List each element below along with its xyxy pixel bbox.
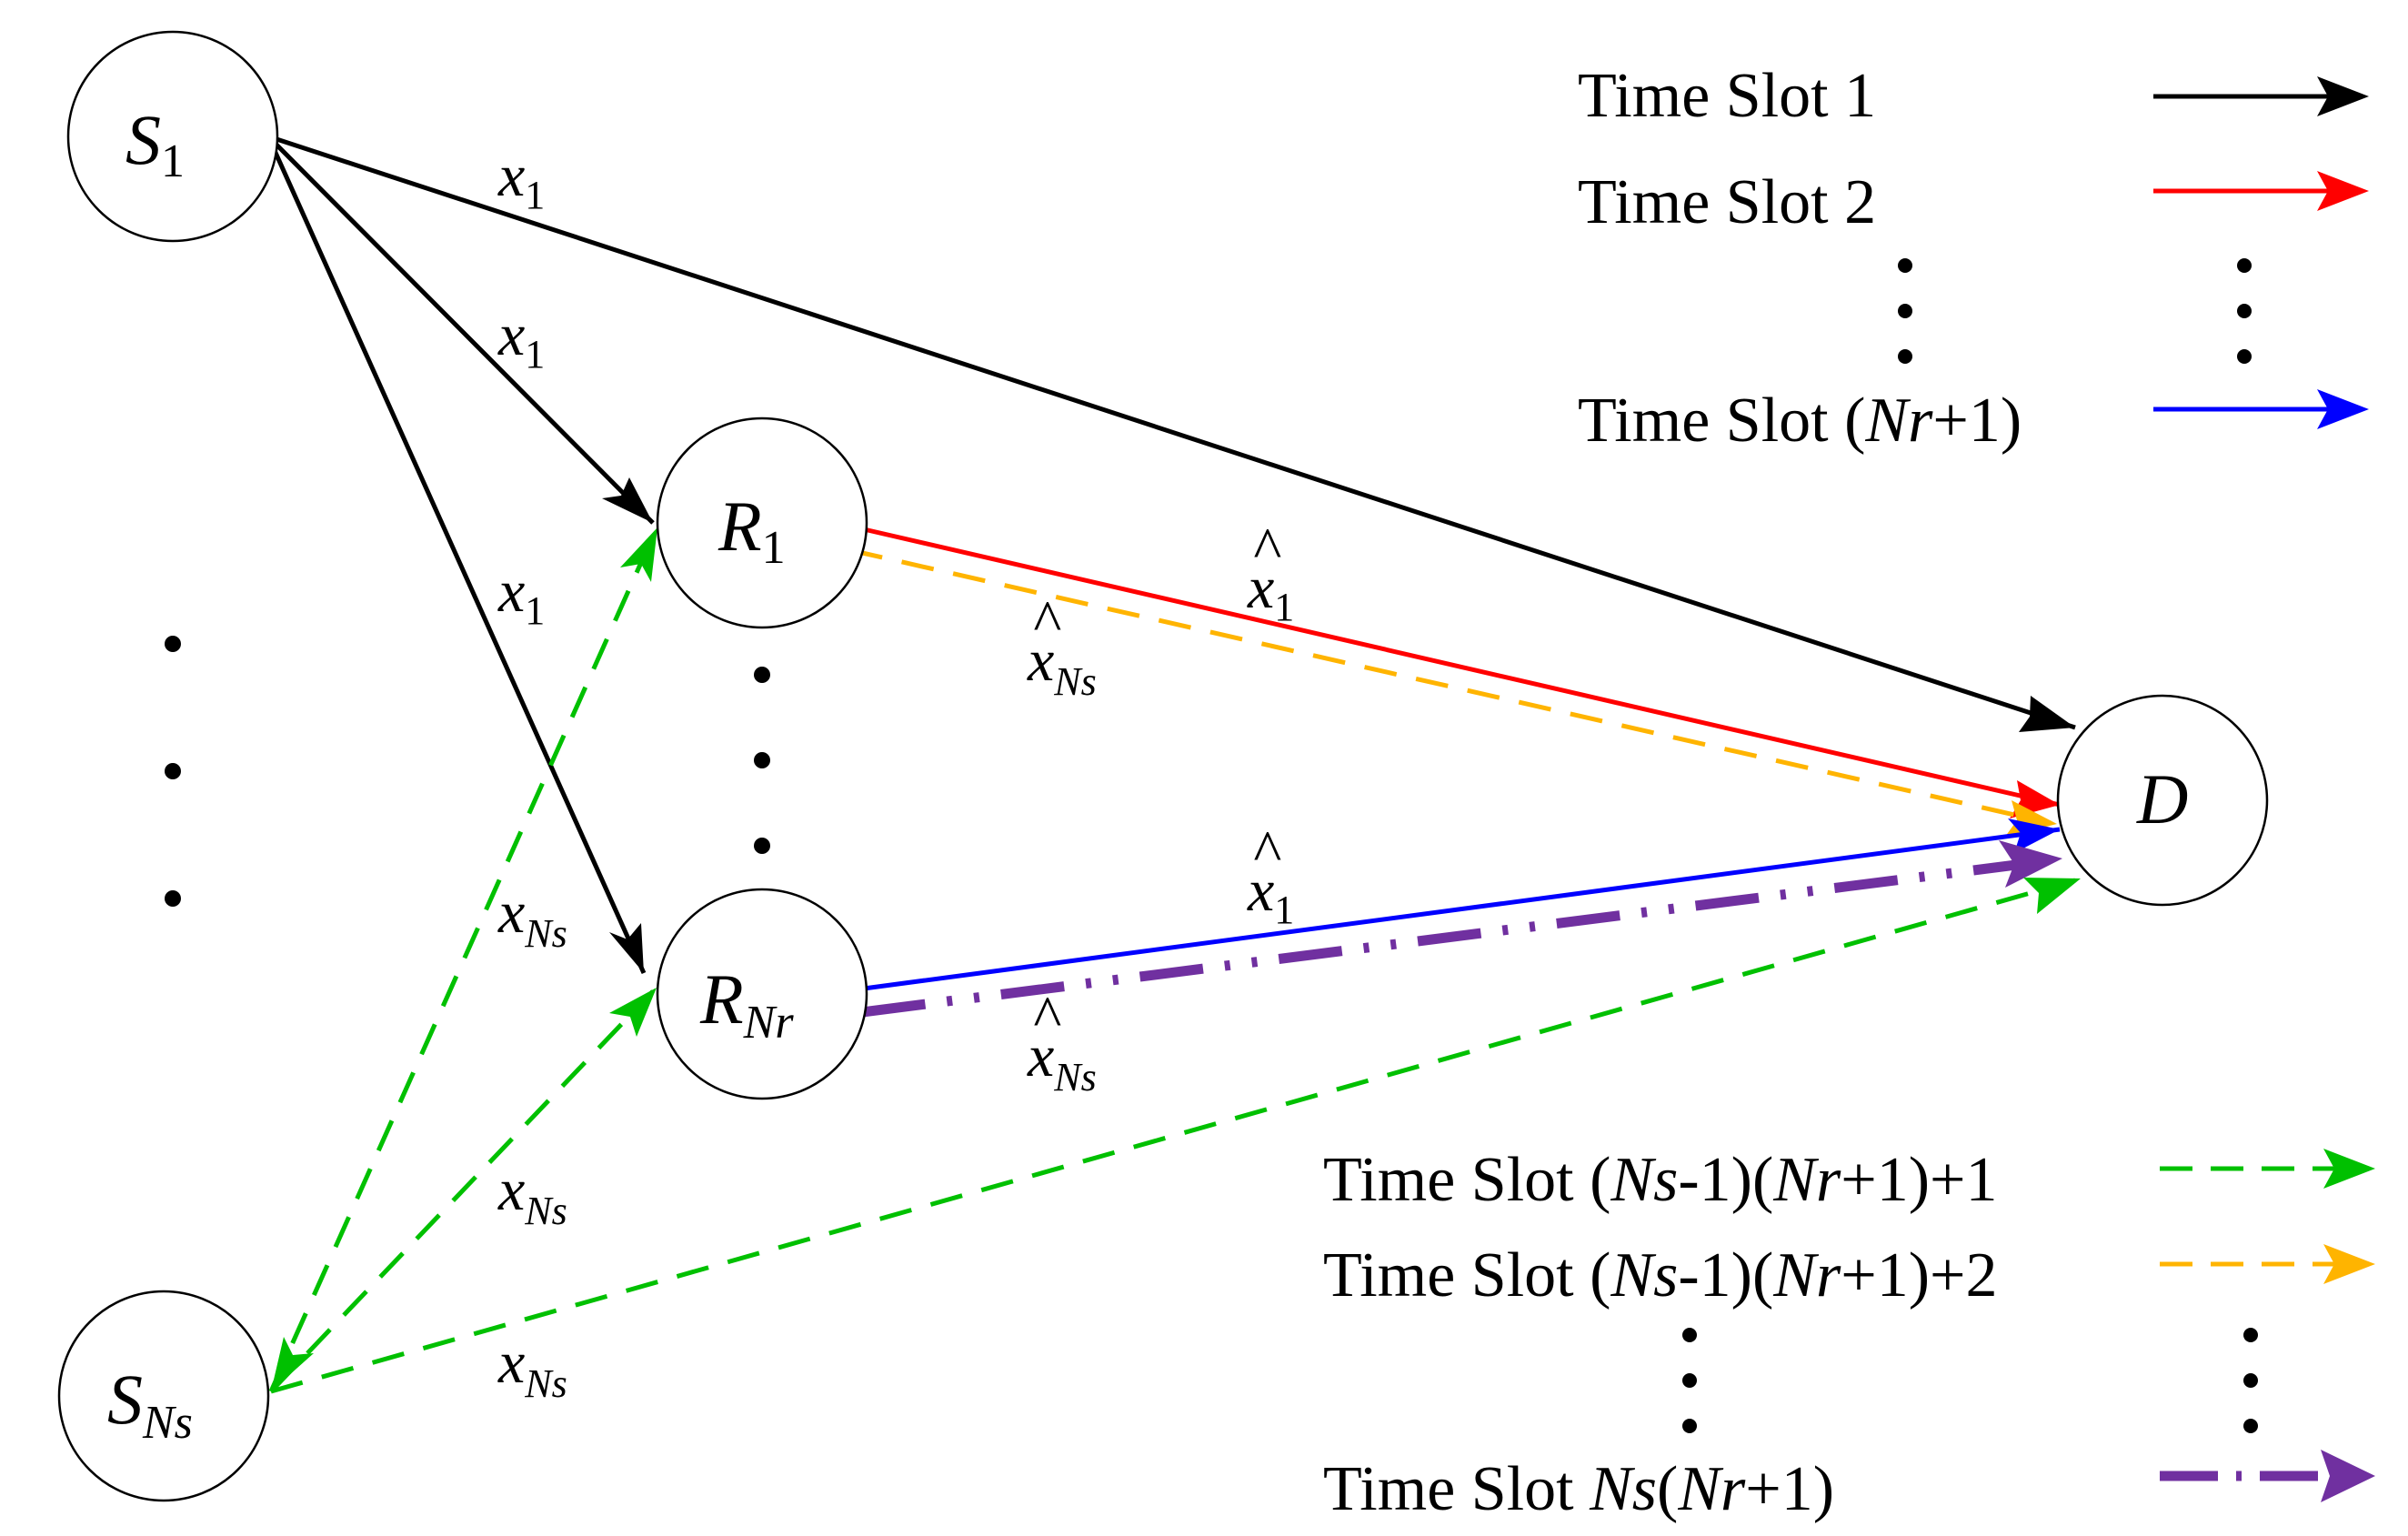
label-xhat1-rnr-d: x1 [1247, 858, 1294, 932]
legend-slot1-text: Time Slot 1 [1578, 61, 1876, 131]
edge-rnr-d-purple [861, 858, 2024, 1018]
node-sns: SNs [57, 1290, 270, 1502]
node-s1-label: S [125, 100, 161, 179]
edge-sns-r1-green [268, 530, 657, 1393]
node-sns-label: S [107, 1360, 143, 1439]
label-xhatns-r1-d-hat: ^ [1032, 588, 1061, 655]
legend-slot1-arrow [2317, 76, 2369, 116]
legend-top: Time Slot 1 Time Slot 2 Time Slot (Nr+1) [1578, 61, 2369, 456]
node-rnr-sub: Nr [743, 997, 795, 1049]
ellipsis-relays [754, 667, 770, 854]
label-xhat1-r1-d-hat: ^ [1252, 516, 1281, 582]
edge-s1-d [267, 134, 2076, 730]
legend-bottom: Time Slot (Ns-1)(Nr+1)+1 Time Slot (Ns-1… [1323, 1145, 2375, 1524]
node-s1: S1 [66, 30, 279, 243]
node-r1-label: R [717, 487, 762, 566]
edge-r1-d-orange [849, 547, 2052, 826]
label-x1-s1-d: x1 [497, 143, 545, 217]
svg-text:S1: S1 [125, 100, 185, 187]
arrowhead-sns-green [271, 1337, 314, 1391]
legend-green-arrow [2323, 1149, 2375, 1189]
edge-sns-rnr-green [269, 989, 655, 1393]
label-x1-s1-r1: x1 [497, 302, 545, 376]
arrowhead-rnr-d-purple [1999, 840, 2062, 888]
arrowhead-sns-d-green [2023, 878, 2081, 914]
node-r1: R1 [656, 417, 868, 629]
node-rnr: RNr [656, 888, 868, 1100]
legend-purple-text: Time Slot Ns(Nr+1) [1323, 1454, 1834, 1524]
node-s1-sub: 1 [161, 136, 185, 187]
legend-slot2-arrow [2317, 171, 2369, 211]
legend-slotnr1-text: Time Slot (Nr+1) [1578, 386, 2022, 456]
edge-s1-rnr [266, 135, 647, 975]
label-xhatns-rnr-d: xNs [1027, 1023, 1097, 1099]
label-xhat1-rnr-d-hat: ^ [1252, 818, 1281, 885]
arrowhead-s1-d [2019, 696, 2075, 732]
legend-orange-text: Time Slot (Ns-1)(Nr+1)+2 [1323, 1240, 1997, 1310]
node-sns-sub: Ns [142, 1397, 193, 1449]
legend-bottom-ellipsis-text [1682, 1328, 1697, 1433]
arrowhead-sns-rnr-green [609, 988, 657, 1037]
label-xhat1-r1-d: x1 [1247, 555, 1294, 629]
edge-s1-r1 [266, 135, 655, 525]
label-xns-sns-r1: xNs [497, 879, 567, 956]
label-xhatns-rnr-d-hat: ^ [1032, 984, 1061, 1050]
legend-top-ellipsis-text [1898, 258, 1912, 364]
label-xns-sns-rnr: xNs [497, 1157, 567, 1233]
legend-slotnr1-arrow [2317, 389, 2369, 429]
arrowhead-s1-rnr [609, 923, 644, 973]
legend-purple-arrow [2321, 1450, 2375, 1502]
arrowhead-s1-r1 [602, 477, 653, 523]
edge-sns-d-green [270, 878, 2076, 1394]
node-rnr-label: R [699, 959, 744, 1039]
legend-orange-arrow [2323, 1244, 2375, 1284]
node-r1-sub: 1 [762, 522, 786, 574]
node-d: D [2056, 694, 2269, 907]
node-d-label: D [2136, 759, 2188, 838]
ellipsis-sources [165, 636, 181, 907]
svg-text:R1: R1 [717, 487, 786, 574]
legend-green-text: Time Slot (Ns-1)(Nr+1)+1 [1323, 1145, 1997, 1215]
svg-text:RNr: RNr [699, 959, 794, 1049]
arrowhead-rnr-d-blue [2008, 818, 2060, 853]
legend-bottom-ellipsis-lines [2243, 1328, 2258, 1433]
label-xhatns-r1-d: xNs [1027, 627, 1097, 704]
label-xns-sns-d: xNs [497, 1330, 567, 1406]
edge-rnr-d-blue [863, 827, 2061, 991]
arrowhead-sns-r1-green [620, 527, 657, 582]
legend-slot2-text: Time Slot 2 [1578, 167, 1876, 237]
label-x1-s1-rnr: x1 [497, 558, 545, 633]
svg-text:SNs: SNs [107, 1360, 193, 1449]
legend-top-ellipsis-lines [2237, 258, 2252, 364]
edge-r1-d-red [863, 527, 2061, 808]
